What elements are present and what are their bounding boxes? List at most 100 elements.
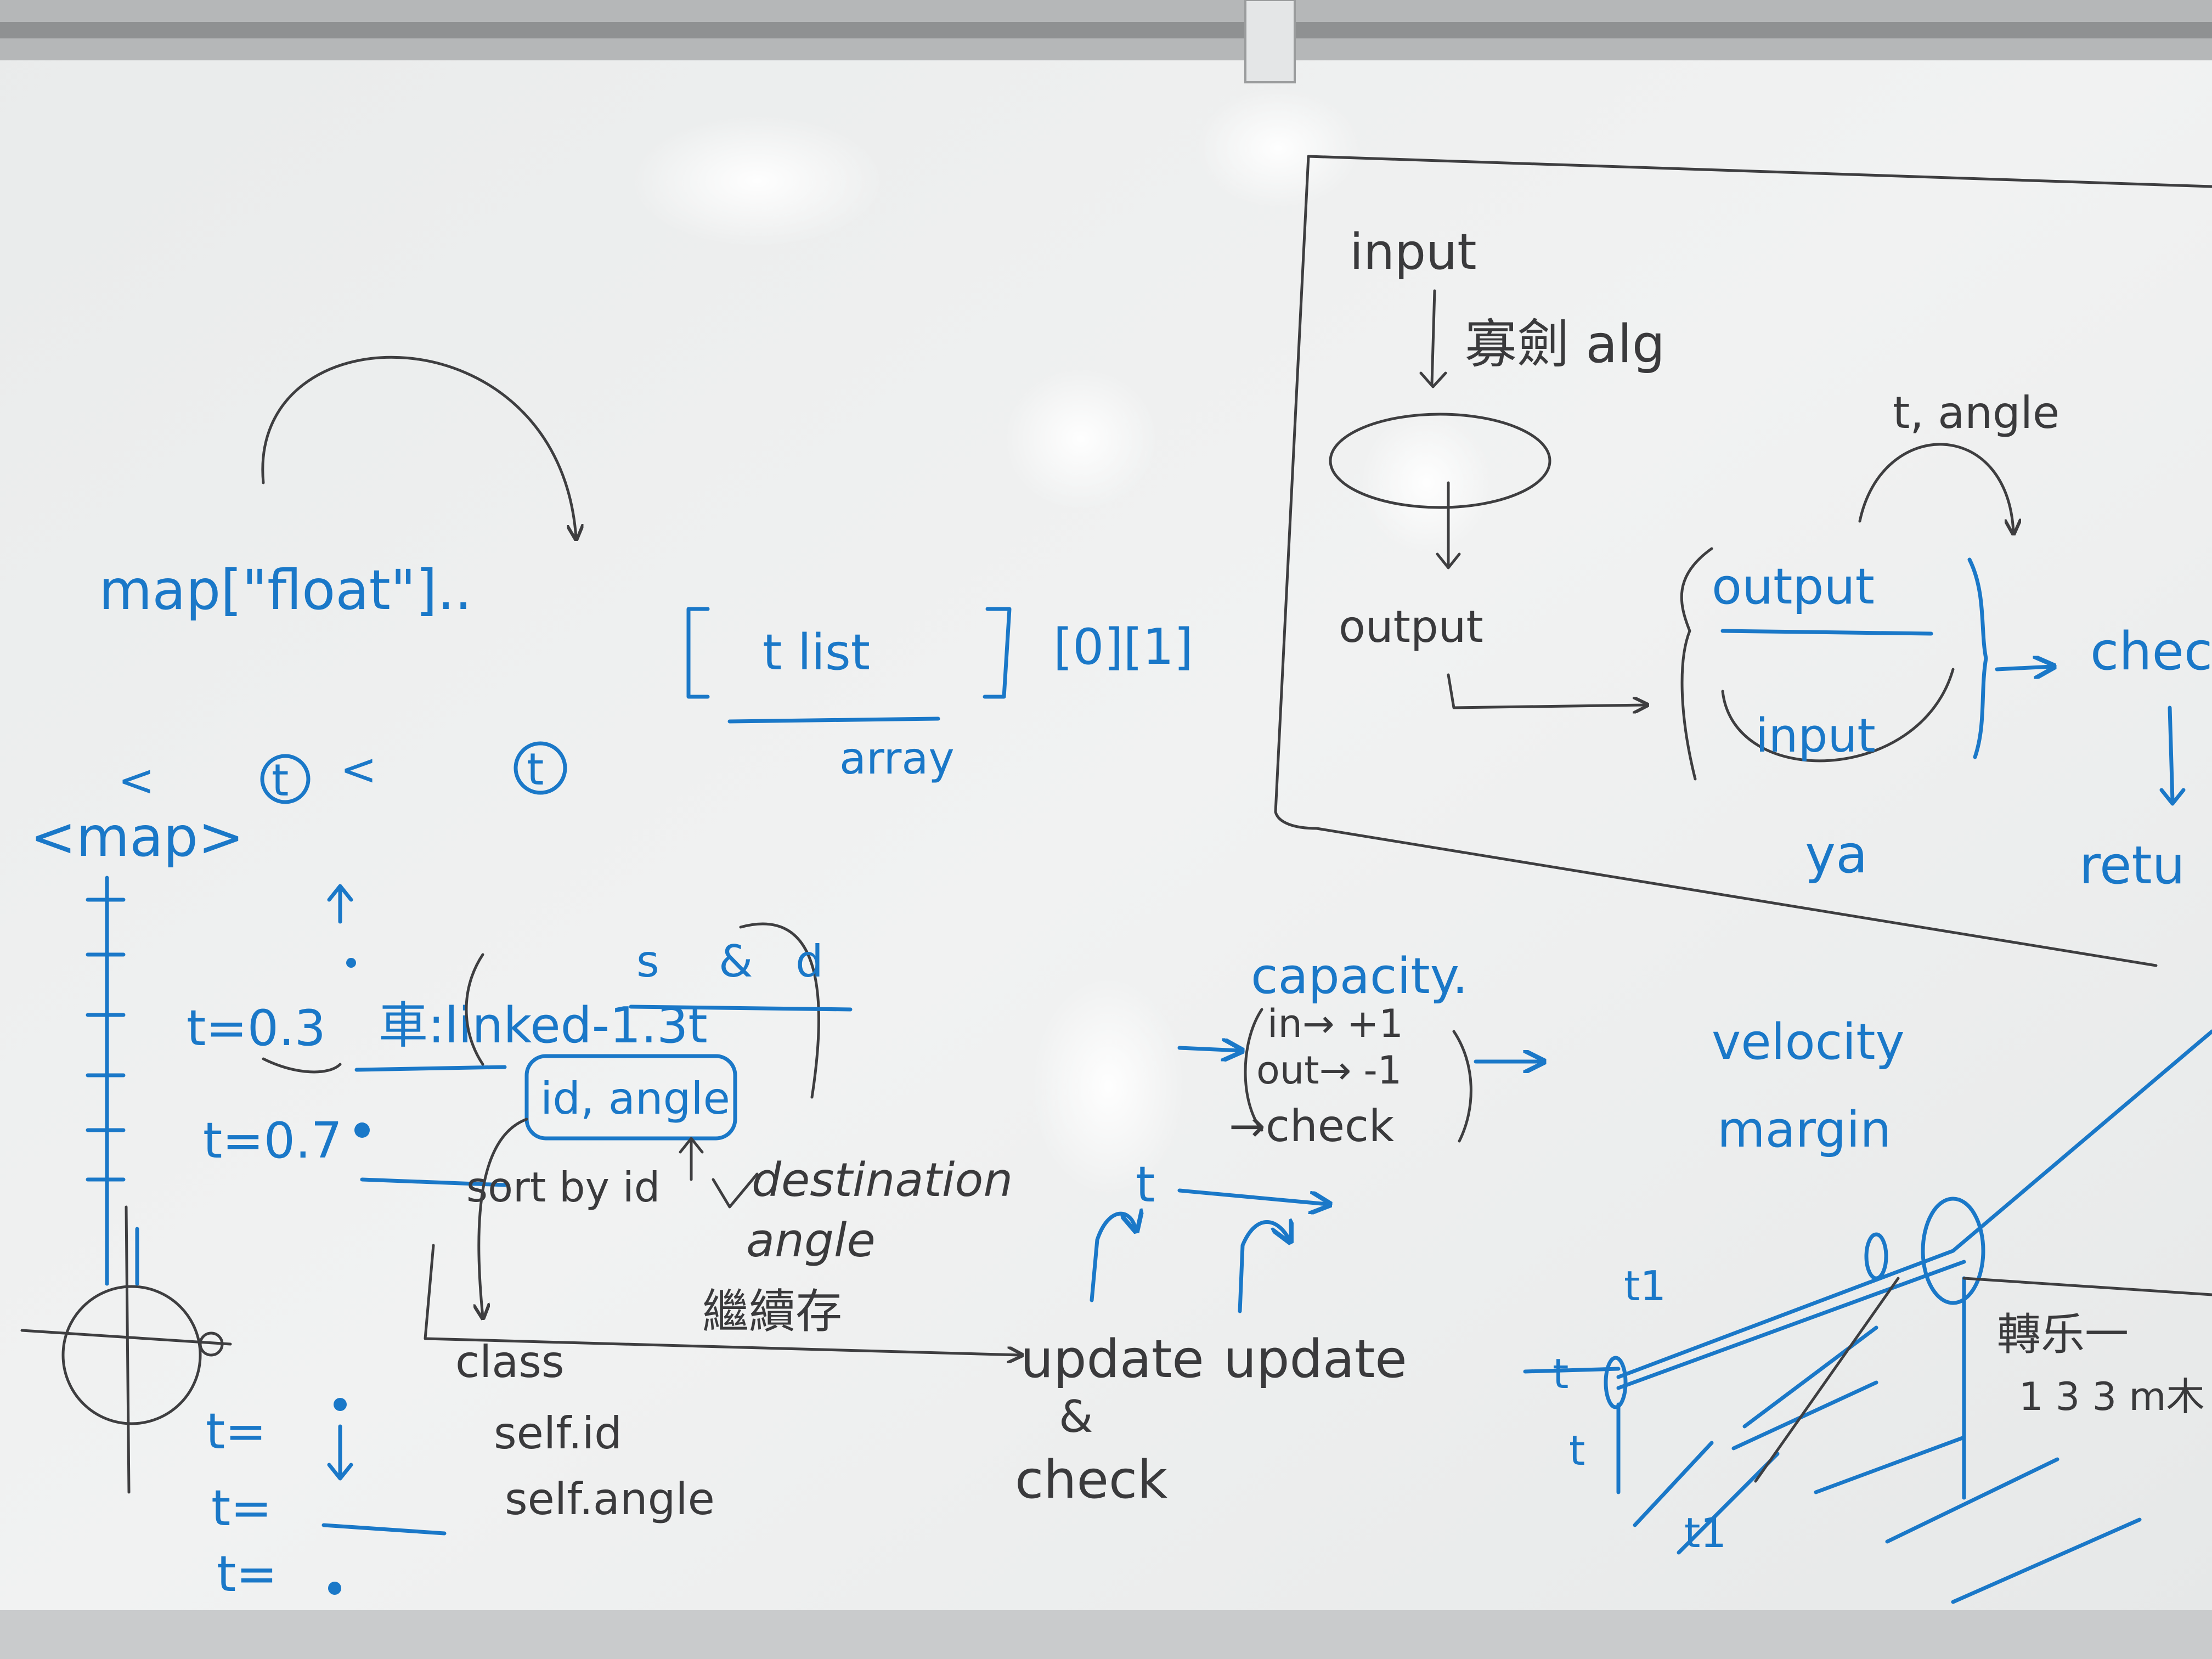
check-text: check xyxy=(1015,1450,1167,1510)
up-arrow-icon xyxy=(327,884,353,924)
vertical-lines xyxy=(1616,1276,1966,1500)
t-text: t xyxy=(1569,1426,1585,1475)
array-text: array xyxy=(839,733,955,784)
diagram-lines xyxy=(1754,1277,2212,1483)
class-text: class xyxy=(455,1336,565,1387)
frame-box xyxy=(1274,155,2212,967)
dash-line xyxy=(321,1523,447,1536)
output-text: output xyxy=(1339,601,1483,652)
dot xyxy=(346,958,356,968)
input-text: input xyxy=(1350,223,1477,281)
angle-text: angle xyxy=(746,1214,876,1268)
margin-text: margin xyxy=(1717,1101,1891,1159)
t-eq-text: t= xyxy=(217,1545,278,1603)
t03-text: t=0.3 xyxy=(187,1000,326,1057)
t-list-text: t list xyxy=(763,624,870,681)
lt-text: < xyxy=(118,755,155,806)
dash-line xyxy=(360,1177,507,1187)
axes-lines xyxy=(20,1205,232,1494)
curve-stroke xyxy=(1721,668,1955,763)
light-glare xyxy=(1361,411,1492,554)
diagram-lines xyxy=(1523,1029,2212,1390)
map-float-text: map["float"].. xyxy=(99,558,472,622)
update-text: update xyxy=(1020,1329,1204,1390)
bottom-frame-rail xyxy=(0,1610,2212,1659)
arrow-right xyxy=(1995,667,2052,669)
down-arrow-icon xyxy=(1436,481,1461,569)
dot xyxy=(354,1122,370,1138)
top-frame-groove xyxy=(0,22,2212,38)
arc-arrow xyxy=(261,356,576,538)
check-text: →check xyxy=(1229,1101,1395,1152)
small-circle xyxy=(199,1331,224,1357)
id-angle-text: id, angle xyxy=(540,1073,730,1124)
arrow-right xyxy=(1447,673,1646,708)
t1-text: t1 xyxy=(1684,1509,1726,1557)
lt-text: < xyxy=(340,744,377,795)
velocity-text: velocity xyxy=(1712,1013,1905,1071)
down-arrow-icon xyxy=(327,1424,353,1481)
t07-text: t=0.7 xyxy=(203,1112,342,1170)
up-arrow-icon xyxy=(679,1137,704,1181)
curved-arrow xyxy=(1238,1222,1289,1313)
timeline-ticks xyxy=(86,898,126,1182)
long-arrow xyxy=(424,1244,1020,1355)
fraction-line xyxy=(1720,629,1933,636)
light-glare xyxy=(1004,368,1158,510)
sort-by-id-text: sort by id xyxy=(466,1163,660,1211)
self-id-text: self.id xyxy=(494,1408,622,1459)
amp-column: & xyxy=(719,936,753,987)
arc-arrow xyxy=(1858,443,2013,532)
t-text: t xyxy=(1553,1350,1568,1398)
circle-mark xyxy=(514,741,567,795)
id-angle-box xyxy=(524,1054,737,1141)
paren-stroke xyxy=(465,953,484,1066)
dot xyxy=(334,1398,347,1411)
dot xyxy=(328,1582,341,1595)
bracket-right xyxy=(983,607,1012,699)
return-right-text: retu xyxy=(2079,836,2185,896)
curve-stroke xyxy=(262,1057,342,1074)
amp-text: & xyxy=(1059,1391,1093,1442)
s-column: s xyxy=(636,936,659,987)
curved-arrow xyxy=(1090,1214,1136,1302)
ellipse-shape xyxy=(1329,413,1551,509)
rail-clip xyxy=(1244,0,1296,83)
wheel-shape xyxy=(1921,1197,1985,1305)
dash-line xyxy=(354,1065,507,1072)
light-glare xyxy=(1196,88,1361,208)
down-arrow-icon xyxy=(1419,289,1447,388)
map-tag-text: <map> xyxy=(30,805,244,869)
t-eq-text: t= xyxy=(211,1480,272,1537)
t-circle-text: t xyxy=(272,755,289,806)
d-column: d xyxy=(795,936,823,987)
wheel-shape xyxy=(1604,1356,1628,1409)
ya-text: ya xyxy=(1805,825,1867,885)
t-angle-text: t, angle xyxy=(1893,387,2059,438)
check-right-text: chec xyxy=(2090,622,2212,682)
underline xyxy=(629,1005,853,1012)
circle-mark xyxy=(260,754,311,804)
capacity-text: capacity. xyxy=(1251,947,1468,1005)
self-angle-text: self.angle xyxy=(505,1474,715,1525)
alg-text: 寡劍 alg xyxy=(1465,314,1665,375)
brace-left xyxy=(1680,547,1713,781)
out-minus-text: out→ -1 xyxy=(1256,1048,1402,1093)
in-plus-text: in→ +1 xyxy=(1267,1001,1403,1046)
paren-stroke xyxy=(1452,1030,1472,1143)
arrow-right xyxy=(1177,1188,1328,1204)
t-arrow-text: t xyxy=(1136,1156,1155,1214)
input-box-text: input xyxy=(1756,709,1876,763)
wheel-shape xyxy=(1864,1232,1888,1280)
destination-text: destination xyxy=(752,1153,1013,1207)
bracket-left xyxy=(686,607,710,699)
check-stroke xyxy=(712,1172,759,1209)
t1-text: t1 xyxy=(1624,1262,1666,1310)
curved-arrow xyxy=(479,1118,528,1317)
chinese-text: 轉乐一 xyxy=(1997,1309,2129,1360)
circle-diagram xyxy=(61,1285,202,1425)
light-glare xyxy=(631,115,883,247)
